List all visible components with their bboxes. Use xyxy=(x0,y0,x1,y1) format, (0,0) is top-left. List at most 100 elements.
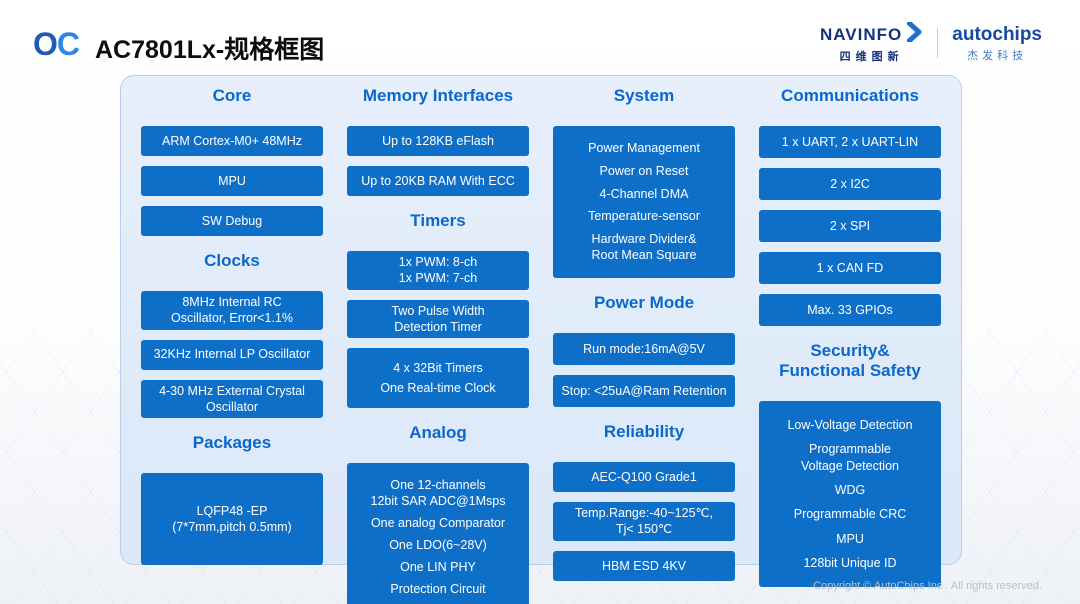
navinfo-logo: NAVINFO 四维图新 xyxy=(820,20,923,64)
spec-text: Power Management xyxy=(588,141,700,156)
section-heading: Timers xyxy=(410,211,466,231)
spec-text: One LIN PHY xyxy=(400,560,476,575)
spec-box: Temp.Range:-40~125℃,Tj< 150℃ xyxy=(553,502,735,541)
section-heading: Memory Interfaces xyxy=(362,86,514,105)
autochips-wordmark: autochips xyxy=(952,23,1042,45)
autochips-chinese-name: 杰发科技 xyxy=(967,49,1028,62)
autochips-logo: autochips 杰发科技 xyxy=(952,24,1042,63)
navinfo-arrow-icon xyxy=(906,20,923,47)
spec-text: 1 x CAN FD xyxy=(816,260,884,275)
spec-text: 4 x 32Bit Timers xyxy=(393,360,483,375)
spec-text: Stop: <25uA@Ram Retention xyxy=(561,383,727,398)
spec-text: AEC-Q100 Grade1 xyxy=(591,470,697,485)
spec-box: 1 x UART, 2 x UART-LIN xyxy=(759,126,941,159)
section-heading: System xyxy=(613,86,675,105)
spec-box: 32KHz Internal LP Oscillator xyxy=(141,339,323,370)
spec-box: MPU xyxy=(141,166,323,197)
spec-text: 128bit Unique ID xyxy=(803,555,897,570)
spec-text: Run mode:16mA@5V xyxy=(583,341,705,356)
spec-text: Temperature-sensor xyxy=(588,209,700,224)
spec-box: 1 x CAN FD xyxy=(759,252,941,285)
spec-text: 2 x SPI xyxy=(829,218,871,233)
column-communications-security: Communications 1 x UART, 2 x UART-LIN 2 x … xyxy=(759,82,941,588)
spec-text: Programmable CRC xyxy=(793,507,907,522)
section-heading: Communications xyxy=(781,86,919,105)
spec-text: One 12-channels 12bit SAR ADC@1Msps xyxy=(370,477,506,509)
spec-text: Tj< 150℃ xyxy=(615,522,673,537)
navinfo-chinese-name: 四维图新 xyxy=(839,51,904,63)
spec-text: Detection Timer xyxy=(394,319,482,334)
spec-box: LQFP48 -EP(7*7mm,pitch 0.5mm) xyxy=(141,473,323,566)
oc-logo: OC xyxy=(33,26,80,63)
oc-logo-o: O xyxy=(33,26,58,62)
spec-box: Stop: <25uA@Ram Retention xyxy=(553,375,735,408)
spec-text: Oscillator xyxy=(205,399,259,414)
spec-text: 1x PWM: 8-ch xyxy=(398,255,478,270)
copyright-notice: Copyright © AutoChips Inc . All rights r… xyxy=(813,580,1042,592)
brand-logos: NAVINFO 四维图新 autochips 杰发科技 xyxy=(820,20,1042,64)
spec-text: Oscillator, Error<1.1% xyxy=(171,311,293,326)
spec-text: 1x PWM: 7-ch xyxy=(398,271,478,286)
spec-text: Temp.Range:-40~125℃, xyxy=(574,506,714,521)
spec-box: Up to 128KB eFlash xyxy=(347,126,529,157)
section-heading: Packages xyxy=(192,433,272,453)
spec-text: Two Pulse Width xyxy=(391,303,485,318)
spec-text: Power on Reset xyxy=(599,164,689,179)
spec-text: HBM ESD 4KV xyxy=(601,558,687,573)
section-heading: Reliability xyxy=(603,422,685,442)
spec-text: Programmable Voltage Detection xyxy=(801,442,899,473)
spec-box: Up to 20KB RAM With ECC xyxy=(347,166,529,197)
section-communications: Communications 1 x UART, 2 x UART-LIN 2 x … xyxy=(759,82,941,327)
spec-box: HBM ESD 4KV xyxy=(553,550,735,581)
section-heading: Security& Functional Safety xyxy=(779,341,921,381)
section-heading: Analog xyxy=(409,423,467,443)
spec-text: Protection Circuit xyxy=(390,582,486,597)
section-heading: Power Mode xyxy=(593,293,695,313)
spec-text: One Real-time Clock xyxy=(380,381,496,395)
section-memory-interfaces: Memory Interfaces Up to 128KB eFlash Up to… xyxy=(347,82,529,197)
spec-text: Up to 20KB RAM With ECC xyxy=(361,173,515,188)
column-memory-timers-analog: Memory Interfaces Up to 128KB eFlash Up to… xyxy=(347,82,529,604)
spec-box: SW Debug xyxy=(141,206,323,237)
oc-logo-c: C xyxy=(56,26,80,62)
section-heading: Clocks xyxy=(204,251,260,271)
page-title: AC7801Lx-规格框图 xyxy=(95,36,325,64)
spec-text: 4-30 MHz External Crystal xyxy=(159,383,305,398)
navinfo-wordmark: NAVINFO xyxy=(820,24,903,44)
spec-text: WDG xyxy=(834,482,866,497)
spec-box: Max. 33 GPIOs xyxy=(759,294,941,327)
spec-text: LQFP48 -EP xyxy=(196,503,268,518)
brand-divider xyxy=(937,28,939,58)
spec-text: One LDO(6~28V) xyxy=(389,538,487,553)
spec-box: AEC-Q100 Grade1 xyxy=(553,462,735,493)
spec-text: 2 x I2C xyxy=(830,176,870,191)
spec-text: Up to 128KB eFlash xyxy=(382,133,494,148)
spec-text: Hardware Divider& Root Mean Square xyxy=(591,232,697,263)
spec-text: MPU xyxy=(218,173,246,188)
spec-text: 4-Channel DMA xyxy=(599,186,689,201)
spec-text: MPU xyxy=(836,531,864,546)
section-heading: Core xyxy=(212,86,252,105)
spec-text: 1 x UART, 2 x UART-LIN xyxy=(781,134,919,149)
spec-text: Max. 33 GPIOs xyxy=(807,302,893,317)
spec-text: ARM Cortex-M0+ 48MHz xyxy=(162,133,302,148)
